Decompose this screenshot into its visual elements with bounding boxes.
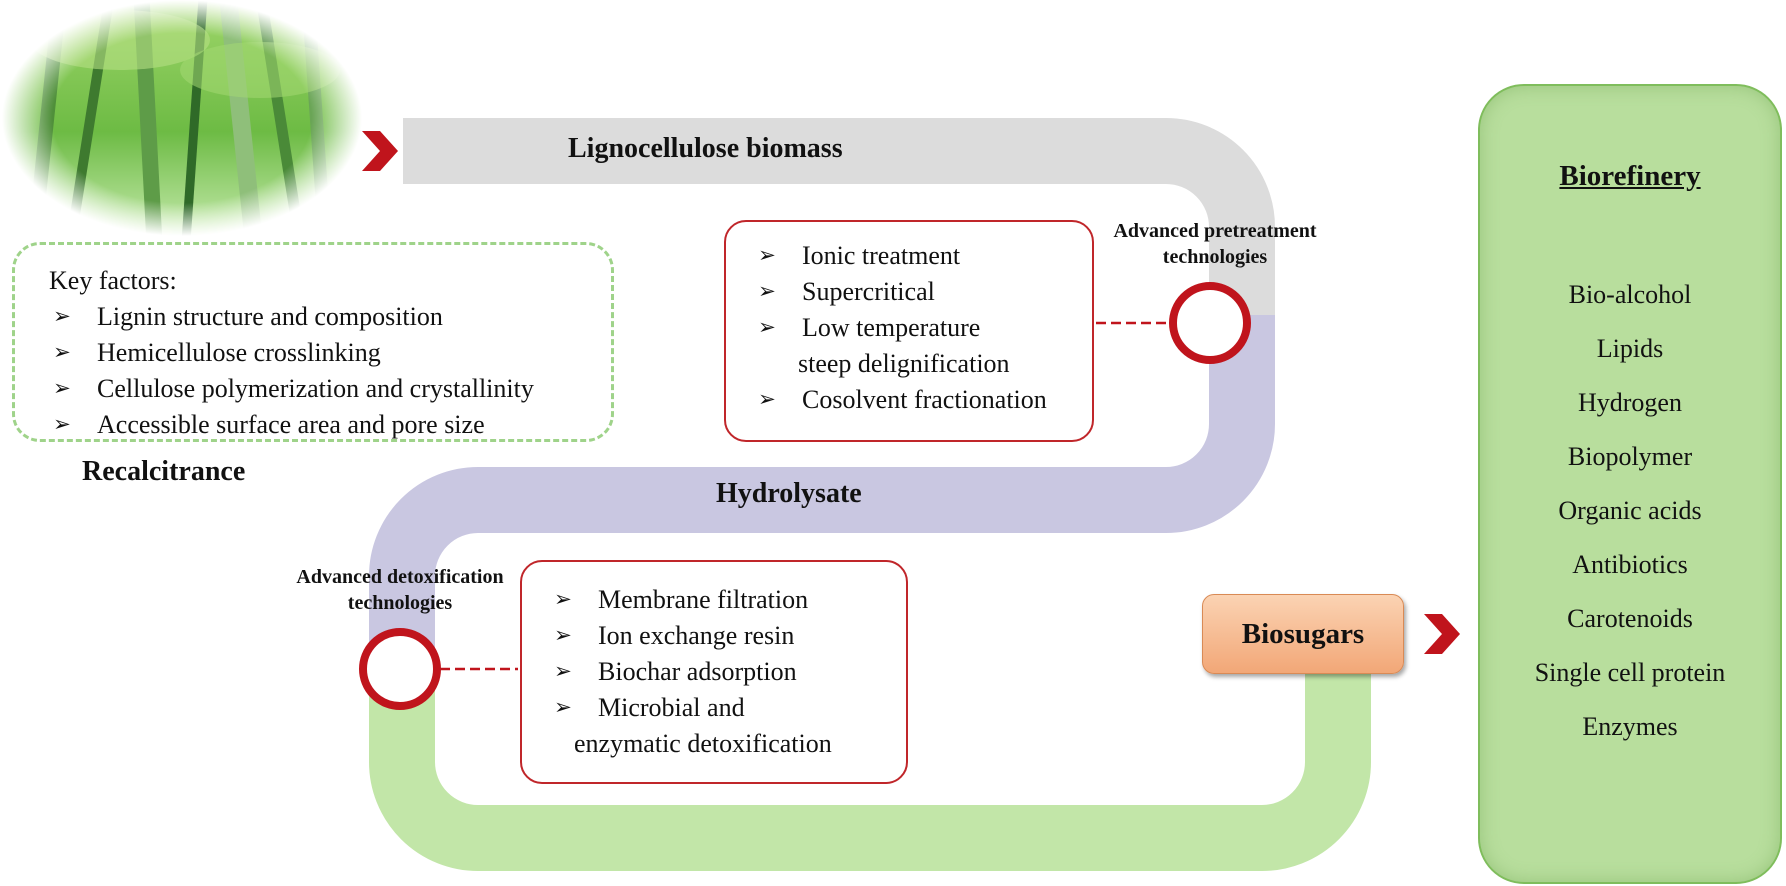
biorefinery-panel <box>1478 84 1782 884</box>
bamboo-photo <box>0 0 364 241</box>
pretreatment-item: Cosolvent fractionation <box>754 382 1092 418</box>
stage-node-icon <box>1169 282 1251 364</box>
key-factor-item: Cellulose polymerization and crystallini… <box>49 371 611 407</box>
product-item: Single cell protein <box>1534 658 1726 687</box>
stage-node-icon <box>359 628 441 710</box>
lignocellulose-label: Lignocellulose biomass <box>568 133 843 164</box>
detoxification-item: Membrane filtration <box>550 582 906 618</box>
key-factors-box: Key factors: Lignin structure and compos… <box>12 242 614 443</box>
recalcitrance-label: Recalcitrance <box>82 456 246 487</box>
biosugars-box: Biosugars <box>1202 594 1404 674</box>
product-item: Biopolymer <box>1567 442 1693 471</box>
detoxification-box: Membrane filtration Ion exchange resin B… <box>520 560 908 784</box>
product-item: Hydrogen <box>1578 388 1682 417</box>
pretreatment-label-line2: technologies <box>1162 246 1268 268</box>
product-item: Lipids <box>1596 334 1664 363</box>
detoxification-label-line2: technologies <box>347 592 453 614</box>
biorefinery-product-list: Bio-alcohol Lipids Hydrogen Biopolymer O… <box>1478 278 1782 764</box>
hydrolysate-band <box>369 315 1275 660</box>
pretreatment-item: Supercritical <box>754 274 1092 310</box>
detoxification-item: Ion exchange resin <box>550 618 906 654</box>
product-item: Organic acids <box>1558 496 1702 525</box>
biorefinery-title: Biorefinery <box>1559 160 1701 192</box>
product-item: Bio-alcohol <box>1568 280 1692 309</box>
pretreatment-label: Advanced pretreatment technologies <box>1090 218 1340 270</box>
chevron-right-icon <box>362 131 398 171</box>
key-factors-title: Key factors: <box>49 266 177 295</box>
lignocellulose-band <box>403 118 1275 315</box>
pretreatment-label-line1: Advanced pretreatment <box>1113 220 1317 242</box>
product-item: Antibiotics <box>1572 550 1688 579</box>
key-factor-item: Hemicellulose crosslinking <box>49 335 611 371</box>
detoxification-label: Advanced detoxification technologies <box>282 564 518 616</box>
pretreatment-item: Ionic treatment <box>754 238 1092 274</box>
key-factor-item: Lignin structure and composition <box>49 299 611 335</box>
detoxification-label-line1: Advanced detoxification <box>296 566 504 588</box>
product-item: Carotenoids <box>1567 604 1693 633</box>
chevron-right-icon <box>1424 614 1460 654</box>
product-item: Enzymes <box>1582 712 1678 741</box>
biosugars-band <box>369 660 1371 871</box>
key-factor-item: Accessible surface area and pore size <box>49 407 611 443</box>
pretreatment-box: Ionic treatment Supercritical Low temper… <box>724 220 1094 442</box>
hydrolysate-label: Hydrolysate <box>716 478 862 509</box>
detoxification-item: Biochar adsorption <box>550 654 906 690</box>
